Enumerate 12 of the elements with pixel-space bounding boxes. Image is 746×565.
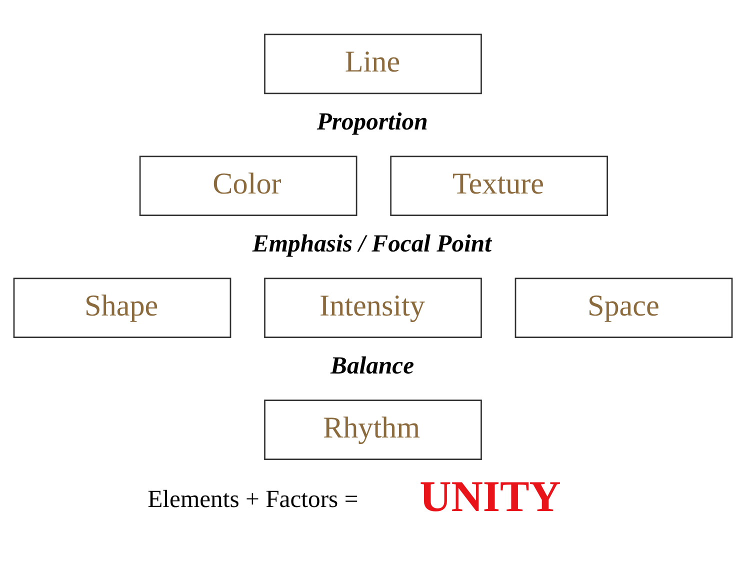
node-box: Color: [139, 156, 358, 216]
label: Emphasis / Focal Point: [252, 230, 492, 258]
label: Balance: [330, 352, 414, 380]
label: Elements + Factors =: [148, 486, 358, 514]
node-box: Intensity: [264, 278, 482, 338]
node-box: Shape: [13, 278, 232, 338]
node-box: Line: [264, 34, 482, 94]
label: UNITY: [420, 472, 561, 521]
node-box: Texture: [390, 156, 608, 216]
label: Proportion: [316, 108, 428, 136]
node-box: Space: [514, 278, 733, 338]
node-box: Rhythm: [264, 400, 482, 460]
